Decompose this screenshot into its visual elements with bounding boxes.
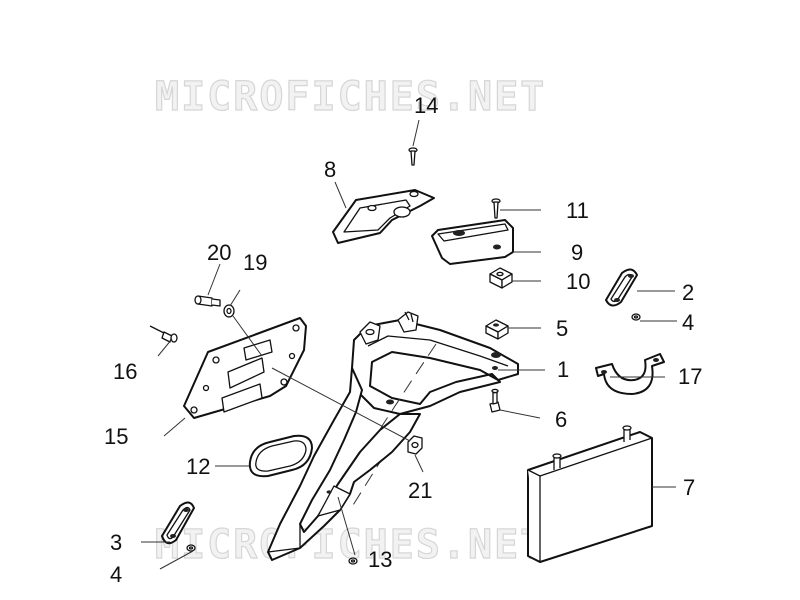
callout-13: 13 (368, 547, 392, 572)
part-5-clip-nut (485, 319, 509, 340)
part-9-plate (431, 219, 514, 265)
callout-14: 14 (414, 93, 438, 118)
part-14-screw (408, 147, 418, 166)
callout-20: 20 (207, 240, 231, 265)
callout-19: 19 (243, 250, 267, 275)
part-4-washer-right (631, 313, 641, 321)
callout-5: 5 (556, 316, 568, 341)
part-4-washer-left (186, 544, 196, 552)
callout-7: 7 (683, 475, 695, 500)
leader-lines (141, 119, 677, 570)
part-1-mudguard-bracket (267, 311, 519, 561)
part-17-clamp (595, 353, 665, 395)
part-11-screw (491, 198, 501, 219)
part-21-nut (407, 435, 423, 455)
part-19-washer (223, 304, 235, 318)
part-8-upper-bracket (332, 189, 435, 244)
callout-3: 3 (110, 530, 122, 555)
part-2-grommet (605, 268, 638, 307)
part-7-reflector (527, 425, 653, 563)
callout-15: 15 (104, 424, 128, 449)
part-20-bolt (194, 295, 221, 307)
callout-8: 8 (324, 157, 336, 182)
callout-16: 16 (113, 359, 137, 384)
part-10-clip-nut (489, 267, 513, 289)
callout-labels: 1 2 3 4 4 5 6 7 8 9 10 11 12 13 14 15 16… (104, 93, 702, 587)
callout-6: 6 (555, 407, 567, 432)
callout-4-right: 4 (682, 310, 694, 335)
callout-17: 17 (678, 364, 702, 389)
callout-12: 12 (186, 454, 210, 479)
part-15-plate-holder (183, 317, 307, 419)
part-6-bolt (489, 388, 501, 413)
callout-4-left: 4 (110, 562, 122, 587)
part-12-reflector (248, 434, 313, 478)
part-13-washer (348, 557, 358, 565)
watermark-top: MICROFICHES.NET (155, 74, 546, 120)
callout-2: 2 (682, 280, 694, 305)
callout-9: 9 (571, 240, 583, 265)
callout-10: 10 (566, 269, 590, 294)
callout-21: 21 (408, 478, 432, 503)
part-16-pin (149, 325, 178, 343)
callout-11: 11 (566, 198, 589, 223)
watermark-bottom: MICROFICHES.NET (155, 522, 546, 568)
callout-1: 1 (557, 357, 569, 382)
